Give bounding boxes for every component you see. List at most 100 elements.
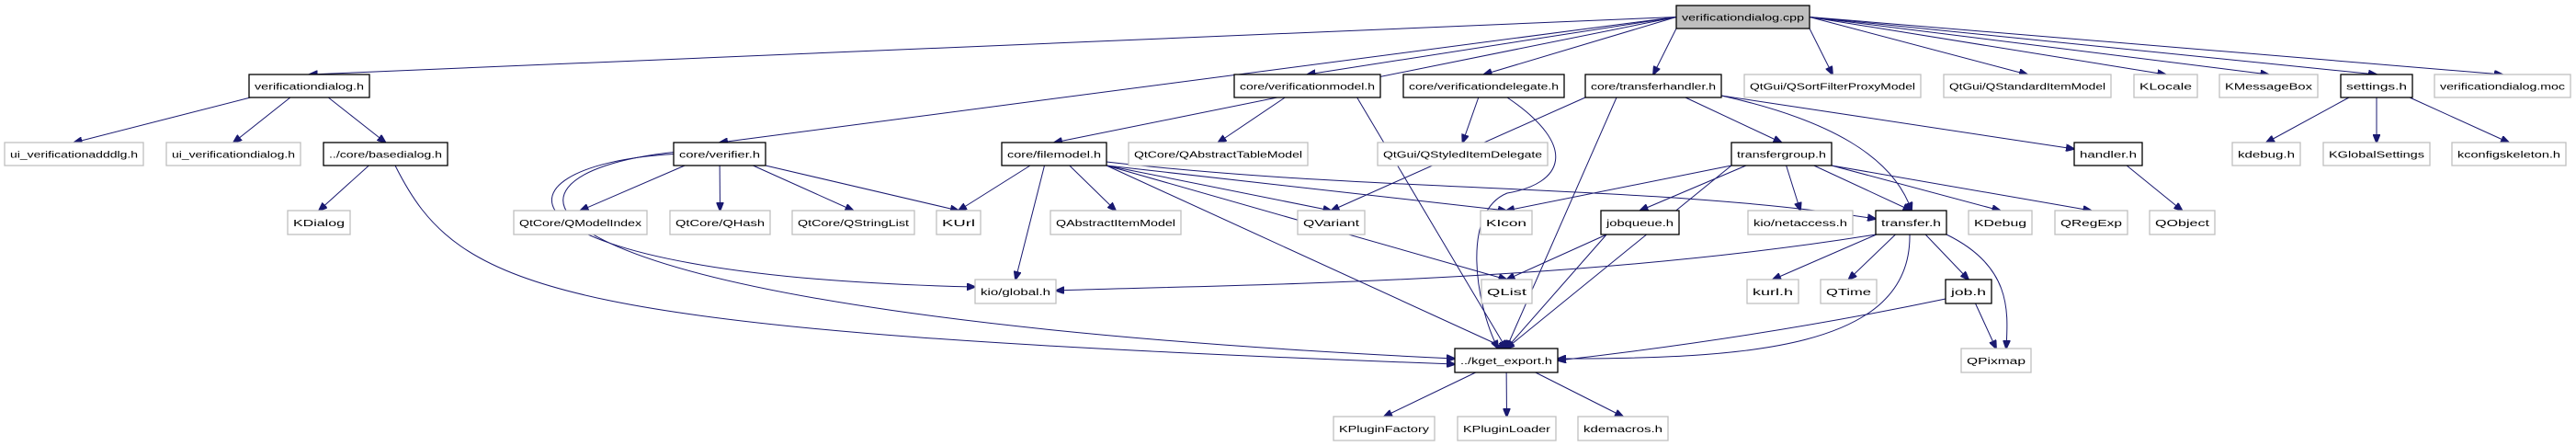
node-box (1297, 210, 1366, 235)
node-box (2340, 74, 2413, 98)
node-label: transfer.h (1881, 219, 1941, 229)
node-qabsitem: QAbstractItemModel (1050, 210, 1182, 235)
node-kdemacros: kdemacros.h (1577, 416, 1669, 441)
edge-tgroup-to-jobqueue (1640, 165, 1747, 211)
node-vdeleg[interactable]: core/verificationdelegate.h (1402, 74, 1565, 98)
node-label: QtGui/QSortFilterProxyModel (1750, 83, 1915, 93)
node-box (4, 142, 144, 166)
edges-layer (74, 17, 2510, 417)
node-box (2133, 74, 2198, 98)
node-label: settings.h (2346, 83, 2407, 93)
edge-filemodel-to-qabsitem (1069, 165, 1116, 211)
node-qobject: QObject (2149, 210, 2216, 235)
node-thandler[interactable]: core/transferhandler.h (1584, 74, 1722, 98)
node-label: ui_verificationadddlg.h (10, 151, 138, 161)
node-box (1943, 74, 2112, 98)
node-label: KGlobalSettings (2329, 151, 2424, 161)
edge-thandler-to-tgroup (1685, 97, 1782, 143)
node-label: KLocale (2139, 83, 2193, 93)
edge-transfer-to-job (1924, 234, 1969, 280)
edge-cpp-to-vdh (310, 17, 1677, 75)
node-qstyled: QtGui/QStyledItemDelegate (1377, 142, 1549, 166)
node-cpp[interactable]: verificationdialog.cpp (1675, 5, 1810, 29)
node-label: kdebug.h (2238, 151, 2295, 161)
edge-transfer-to-kurlh (1773, 234, 1878, 280)
edge-vdh-to-uidlg (233, 97, 291, 143)
node-transfer[interactable]: transfer.h (1875, 210, 1947, 235)
node-verifier[interactable]: core/verifier.h (673, 142, 766, 166)
edge-tgroup-to-kgetexport (1506, 165, 1732, 349)
edge-verifier-to-qmodelindex (581, 165, 686, 211)
node-box (1743, 74, 1922, 98)
node-label: ../kget_export.h (1460, 357, 1552, 367)
node-kconfigskel: kconfigskeleton.h (2451, 142, 2567, 166)
node-label: kio/global.h (981, 288, 1050, 298)
edge-cpp-to-settings (1809, 17, 2377, 75)
node-tgroup[interactable]: transfergroup.h (1731, 142, 1833, 166)
node-kdebug: KDebug (1968, 210, 2033, 235)
node-settings[interactable]: settings.h (2340, 74, 2413, 98)
node-filemodel[interactable]: core/filemodel.h (1001, 142, 1107, 166)
edge-settings-to-kconfigskel (2409, 97, 2509, 143)
node-box (2149, 210, 2216, 235)
node-based[interactable]: ../core/basedialog.h (323, 142, 448, 166)
edge-jobqueue-to-kgetexport (1506, 234, 1607, 349)
edge-based-to-kgetexport (394, 165, 1455, 364)
edge-filemodel-to-kioglobal (1016, 165, 1045, 280)
node-label: KUrl (942, 219, 975, 229)
node-box (1001, 142, 1107, 166)
node-label: transfergroup.h (1737, 151, 1826, 161)
node-box (673, 142, 766, 166)
node-handler[interactable]: handler.h (2073, 142, 2143, 166)
node-qtime: QTime (1820, 279, 1878, 304)
node-label: verificationdialog.h (255, 83, 364, 93)
node-label: kio/netaccess.h (1753, 219, 1847, 229)
edge-handler-to-qobject (2126, 165, 2182, 211)
node-qregexp: QRegExp (2054, 210, 2128, 235)
node-label: QtGui/QStandardItemModel (1949, 83, 2105, 93)
node-box (1377, 142, 1549, 166)
node-kioglobal: kio/global.h (974, 279, 1057, 304)
node-box (1960, 348, 2032, 373)
node-label: QVariant (1303, 219, 1359, 229)
node-box (1600, 210, 1680, 235)
node-vdh[interactable]: verificationdialog.h (248, 74, 370, 98)
node-kgetexport[interactable]: ../kget_export.h (1454, 348, 1559, 373)
edge-verifier-to-qstringlist (753, 165, 853, 211)
edge-tgroup-to-kicon (1506, 165, 1732, 211)
node-label: QtCore/QModelIndex (519, 219, 641, 229)
node-job[interactable]: job.h (1945, 279, 1992, 304)
node-label: QtCore/QAbstractTableModel (1134, 151, 1302, 161)
edge-filemodel-to-kicon (1106, 165, 1506, 211)
node-box (1233, 74, 1381, 98)
node-box (513, 210, 648, 235)
node-label: QList (1487, 288, 1526, 298)
node-label: ui_verificationdialog.h (172, 151, 295, 161)
edge-vmodel-to-kgetexport (1356, 97, 1506, 349)
node-box (974, 279, 1057, 304)
node-jobqueue[interactable]: jobqueue.h (1600, 210, 1680, 235)
node-box (791, 210, 915, 235)
edge-transfer-to-qpixmap (1946, 234, 2007, 349)
edge-kgetexport-to-kdemacros (1535, 372, 1623, 417)
node-label: kdemacros.h (1583, 425, 1662, 435)
edge-vdeleg-to-qstyled (1463, 97, 1480, 143)
node-label: QObject (2155, 219, 2209, 229)
edge-thandler-to-kgetexport (1506, 97, 1617, 349)
node-box (165, 142, 301, 166)
node-box (1457, 416, 1557, 441)
node-label: core/verificationdelegate.h (1409, 83, 1559, 93)
node-box (2073, 142, 2143, 166)
node-label: kurl.h (1753, 288, 1793, 298)
node-kurlh: kurl.h (1746, 279, 1799, 304)
edge-job-to-kgetexport (1558, 298, 1946, 360)
edge-vdeleg-to-kgetexport (1476, 97, 1557, 349)
edge-kgetexport-to-kpluginfactory (1384, 372, 1476, 417)
node-label: KIcon (1486, 219, 1526, 229)
node-label: KMessageBox (2225, 83, 2312, 93)
node-vmodel[interactable]: core/verificationmodel.h (1233, 74, 1381, 98)
node-kurl: KUrl (936, 210, 982, 235)
edge-filemodel-to-qvariant (1106, 165, 1332, 211)
node-box (1675, 5, 1810, 29)
